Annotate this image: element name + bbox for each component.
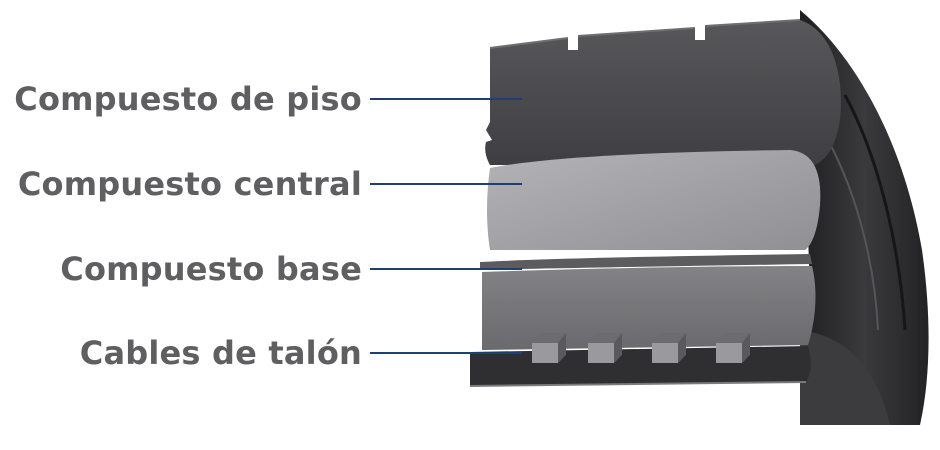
bead-wires-group (532, 333, 750, 363)
center-compound-layer (487, 150, 821, 250)
label-tread-compound: Compuesto de piso (14, 80, 362, 118)
sidewall-groove-2 (827, 139, 879, 331)
bottom-ply-highlight (469, 381, 807, 387)
tread-compound-layer (485, 20, 841, 165)
bead-wire (532, 333, 566, 363)
bead-wire (588, 333, 622, 363)
tread-edge (489, 19, 801, 49)
label-bead-wires: Cables de talón (79, 334, 362, 372)
bead-wire (652, 333, 686, 363)
label-center-compound: Compuesto central (17, 165, 362, 203)
base-compound-layer (482, 266, 816, 350)
sidewall-groove (843, 94, 907, 331)
base-compound-strip (480, 254, 812, 270)
label-base-compound: Compuesto base (60, 250, 362, 288)
bead-wire (716, 333, 750, 363)
rim-shadow (800, 330, 890, 425)
